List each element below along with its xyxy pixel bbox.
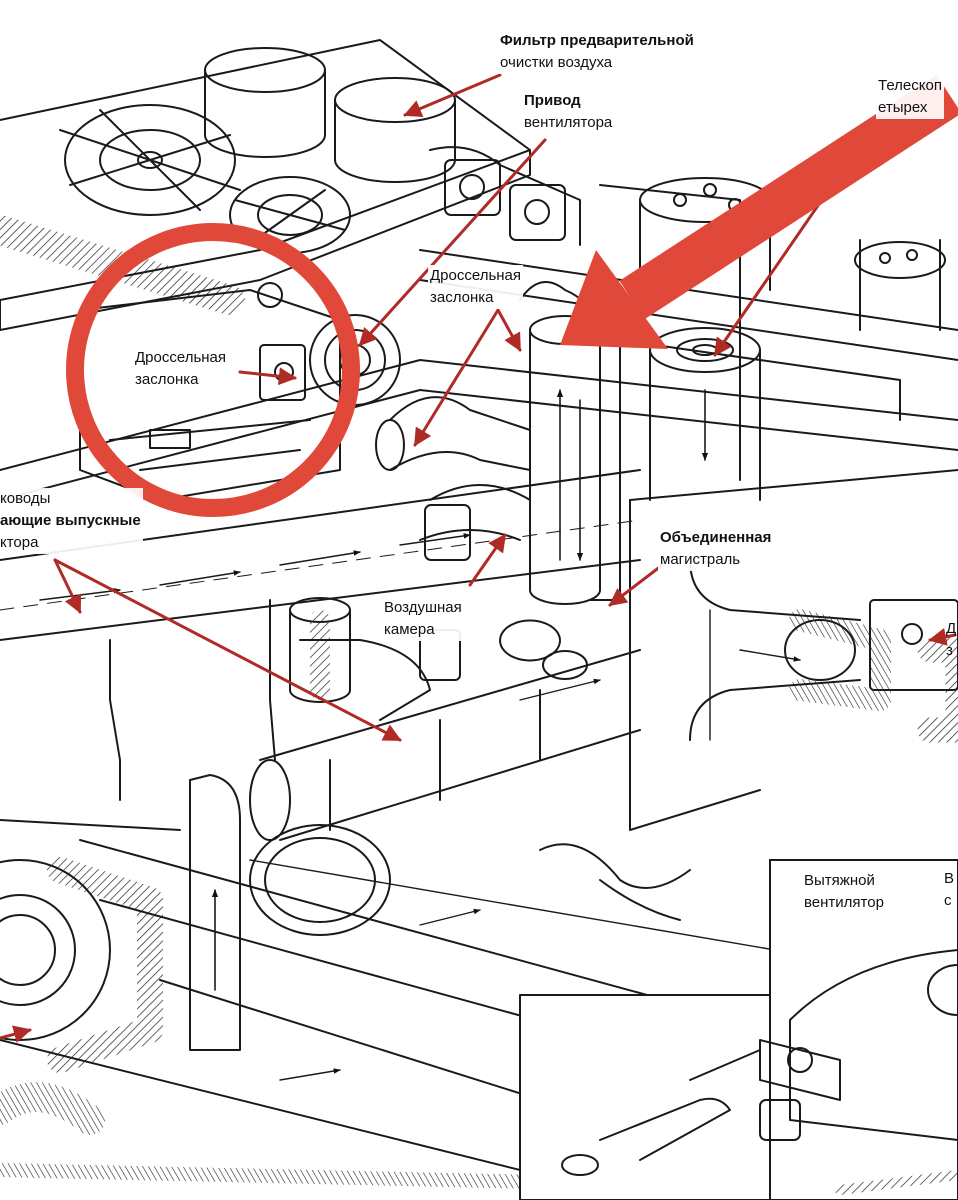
label-throttle-left-line2: заслонка <box>135 371 199 388</box>
label-exhaust-fan-line2: вентилятор <box>804 894 884 911</box>
label-right-mid-line1: Д <box>946 620 957 637</box>
label-fan-drive-line2: вентилятора <box>524 114 613 131</box>
label-ducts-cut: ководы ающие выпускные ктора <box>0 488 143 554</box>
label-air-chamber: Воздушная камера <box>382 597 464 641</box>
fan-drive-units <box>429 146 581 246</box>
label-fan-drive-line1: Привод <box>524 92 581 109</box>
label-right-edge-line1: В <box>944 870 955 887</box>
exhaust-fan-inset <box>519 859 958 1200</box>
label-telescopic-cut: Телескоп етырех <box>876 75 944 119</box>
label-throttle-left-line1: Дроссельная <box>135 349 227 366</box>
label-right-mid-line2: з <box>946 642 953 659</box>
label-merged-manifold-line1: Объединенная <box>660 529 772 546</box>
label-throttle-center-line2: заслонка <box>430 289 494 306</box>
label-right-edge-line2: с <box>944 892 952 909</box>
hoses-and-cables <box>109 599 691 921</box>
label-prefilter: Фильтр предварительной очистки воздуха <box>498 30 696 74</box>
label-ducts-line2: ающие выпускные <box>0 512 141 529</box>
label-telescopic-line2: етырех <box>878 99 928 116</box>
label-throttle-left: Дроссельная заслонка <box>133 347 229 391</box>
label-right-edge-cut: В с <box>944 868 955 912</box>
label-throttle-center: Дроссельная заслонка <box>428 265 524 309</box>
label-merged-manifold: Объединенная магистраль <box>658 527 774 571</box>
label-exhaust-fan: Вытяжной вентилятор <box>802 870 886 914</box>
label-telescopic-line1: Телескоп <box>878 77 942 94</box>
merged-manifold <box>629 469 958 831</box>
label-ducts-line3: ктора <box>0 534 39 551</box>
label-ducts-line1: ководы <box>0 490 51 507</box>
floor-ports <box>249 650 588 936</box>
label-right-mid-cut: Д з <box>946 618 956 662</box>
lower-left-blower <box>0 774 241 1135</box>
label-air-chamber-line1: Воздушная <box>384 599 462 616</box>
throttle-housing-left <box>79 282 401 501</box>
pre-filter-cylinders <box>204 47 456 183</box>
big-pointer-arrow <box>560 74 958 349</box>
telescopic-cylinder <box>639 177 946 501</box>
label-exhaust-fan-line1: Вытяжной <box>804 872 875 889</box>
label-prefilter-line1: Фильтр предварительной <box>500 32 694 49</box>
label-fan-drive: Привод вентилятора <box>522 90 615 134</box>
highlight-circle <box>66 223 360 517</box>
label-merged-manifold-line2: магистраль <box>660 551 741 568</box>
label-prefilter-line2: очистки воздуха <box>500 54 613 71</box>
label-air-chamber-line2: камера <box>384 621 435 638</box>
elbow-duct <box>375 396 531 561</box>
label-throttle-center-line1: Дроссельная <box>430 267 522 284</box>
exhaust-collector-duct <box>249 597 641 841</box>
